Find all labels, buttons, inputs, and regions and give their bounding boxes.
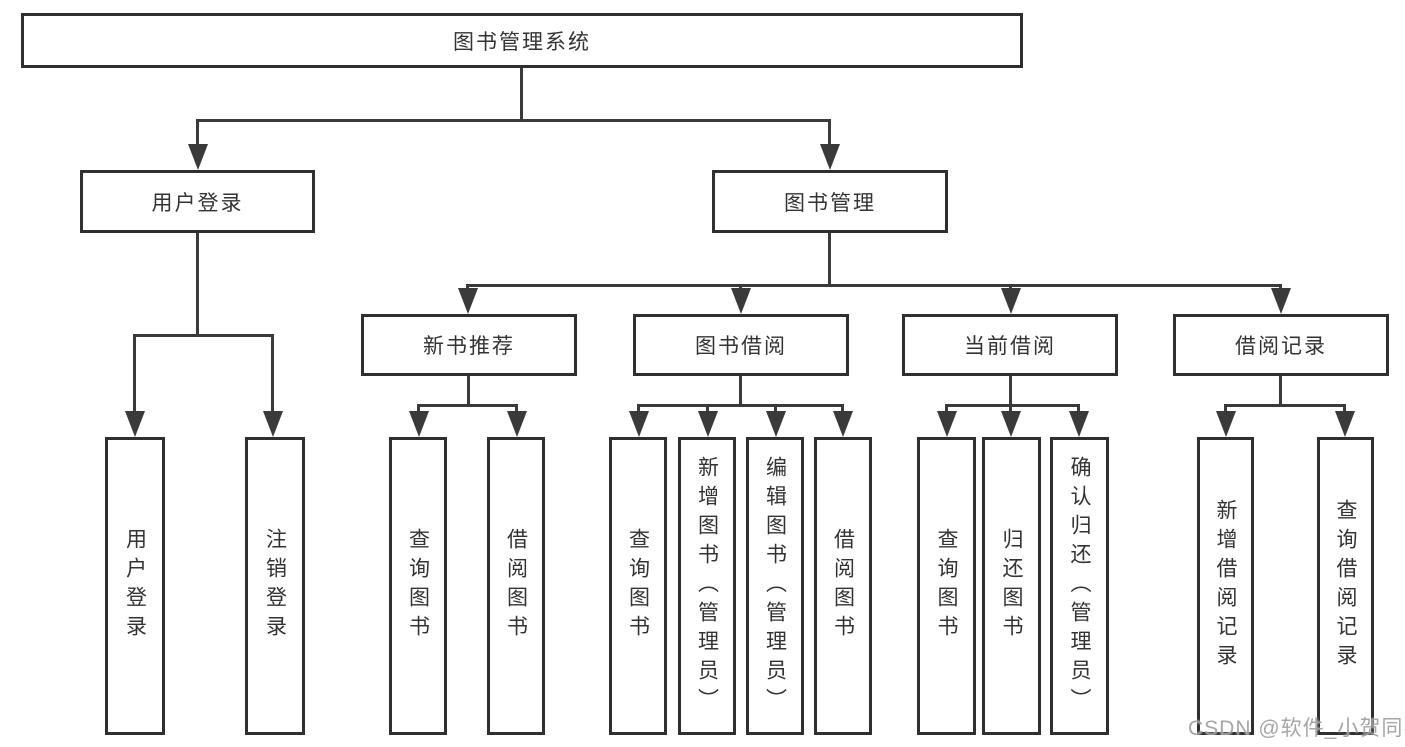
arrow-down-icon	[125, 411, 145, 437]
connector-line	[945, 404, 1080, 407]
connector-line	[1009, 376, 1012, 405]
node-new-book-recommend: 新书推荐	[361, 314, 577, 376]
node-book-management: 图书管理	[712, 170, 948, 233]
leaf-query-books: 查询图书	[917, 437, 976, 735]
arrow-down-icon	[188, 144, 208, 170]
leaf-user-login: 用户登录	[105, 437, 165, 735]
node-label: 当前借阅	[964, 335, 1056, 358]
connector-line	[828, 233, 831, 285]
arrow-down-icon	[937, 411, 957, 437]
connector-line	[1224, 404, 1346, 407]
arrow-down-icon	[409, 411, 429, 437]
connector-line	[466, 284, 469, 290]
connector-line	[133, 334, 274, 337]
node-user-login: 用户登录	[80, 170, 315, 233]
connector-line	[945, 404, 948, 413]
leaf-label: 查询图书	[626, 528, 650, 644]
connector-line	[841, 404, 844, 413]
connector-line	[774, 404, 777, 413]
arrow-down-icon	[263, 411, 283, 437]
connector-line	[133, 334, 136, 412]
node-label: 新书推荐	[423, 335, 515, 358]
connector-line	[467, 376, 470, 405]
node-label: 图书管理系统	[453, 30, 591, 54]
connector-line	[1279, 284, 1282, 290]
connector-line	[739, 376, 742, 405]
arrow-down-icon	[458, 288, 478, 314]
arrow-down-icon	[1335, 411, 1355, 437]
node-library-management-system: 图书管理系统	[21, 13, 1023, 68]
leaf-confirm-return-admin: 确认归还（管理员）	[1050, 437, 1109, 735]
node-borrowing-records: 借阅记录	[1173, 314, 1389, 376]
connector-line	[271, 334, 274, 412]
leaf-add-borrow-record: 新增借阅记录	[1197, 437, 1254, 735]
arrow-down-icon	[731, 288, 751, 314]
csdn-watermark: CSDN @软件_小贺同学	[1188, 717, 1405, 740]
leaf-label: 查询图书	[406, 528, 430, 644]
arrow-down-icon	[833, 411, 853, 437]
arrow-down-icon	[1271, 288, 1291, 314]
connector-line	[828, 119, 831, 146]
leaf-label: 新增借阅记录	[1214, 499, 1237, 673]
arrow-down-icon	[1001, 411, 1021, 437]
node-label: 借阅记录	[1235, 335, 1327, 358]
connector-line	[706, 404, 709, 413]
connector-line	[417, 404, 420, 413]
connector-line	[739, 284, 742, 290]
arrow-down-icon	[1069, 411, 1089, 437]
node-current-borrowing: 当前借阅	[902, 314, 1118, 376]
node-label: 图书借阅	[695, 335, 787, 358]
leaf-borrow-books: 借阅图书	[814, 437, 872, 735]
leaf-query-books: 查询图书	[389, 437, 447, 735]
leaf-label: 确认归还（管理员）	[1068, 455, 1091, 717]
connector-line	[637, 404, 844, 407]
arrow-down-icon	[1001, 288, 1021, 314]
leaf-label: 归还图书	[1000, 528, 1023, 644]
leaf-logout: 注销登录	[245, 437, 305, 735]
connector-line	[196, 233, 199, 335]
connector-line	[196, 119, 199, 146]
connector-line	[1224, 404, 1227, 413]
leaf-query-borrow-records: 查询借阅记录	[1317, 437, 1374, 735]
connector-line	[520, 68, 523, 120]
connector-line	[637, 404, 640, 413]
leaf-label: 用户登录	[123, 528, 147, 644]
connector-line	[1279, 376, 1282, 405]
leaf-label: 借阅图书	[831, 528, 855, 644]
node-book-borrowing: 图书借阅	[633, 314, 849, 376]
arrow-down-icon	[698, 411, 718, 437]
leaf-add-books-admin: 新增图书（管理员）	[678, 437, 736, 735]
leaf-label: 借阅图书	[504, 528, 528, 644]
leaf-label: 注销登录	[263, 528, 287, 644]
leaf-label: 编辑图书（管理员）	[763, 455, 787, 717]
arrow-down-icon	[629, 411, 649, 437]
connector-line	[1009, 404, 1012, 413]
connector-line	[1077, 404, 1080, 413]
connector-line	[515, 404, 518, 413]
connector-line	[466, 284, 1282, 287]
leaf-query-books: 查询图书	[609, 437, 667, 735]
leaf-return-books: 归还图书	[982, 437, 1041, 735]
arrow-down-icon	[507, 411, 527, 437]
leaf-label: 查询图书	[935, 528, 958, 644]
leaf-borrow-books: 借阅图书	[487, 437, 545, 735]
node-label: 图书管理	[784, 191, 876, 215]
connector-line	[197, 119, 831, 122]
connector-line	[1009, 284, 1012, 290]
leaf-label: 新增图书（管理员）	[695, 455, 719, 717]
leaf-edit-books-admin: 编辑图书（管理员）	[746, 437, 804, 735]
node-label: 用户登录	[151, 191, 244, 215]
connector-line	[1343, 404, 1346, 413]
leaf-label: 查询借阅记录	[1334, 499, 1357, 673]
arrow-down-icon	[766, 411, 786, 437]
connector-line	[417, 404, 518, 407]
arrow-down-icon	[820, 144, 840, 170]
arrow-down-icon	[1216, 411, 1236, 437]
